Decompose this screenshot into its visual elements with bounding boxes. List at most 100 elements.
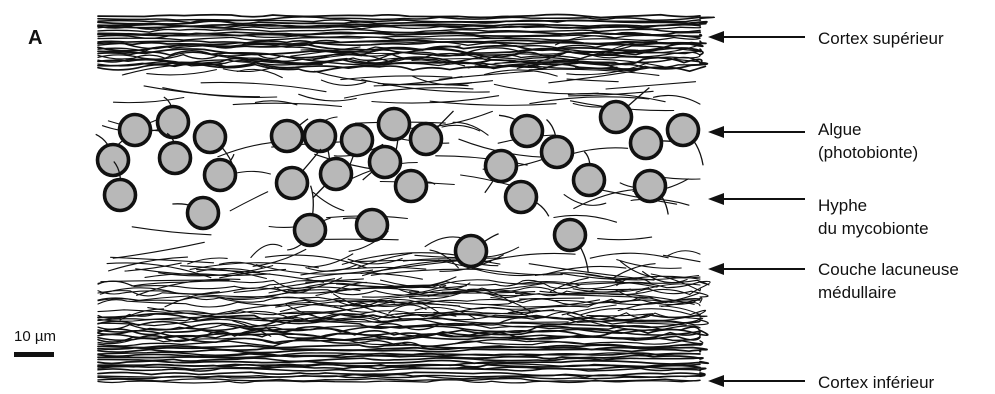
scale-bar: 10 µm (14, 328, 56, 357)
label-upper-cortex: Cortex supérieur (818, 29, 944, 48)
label-medulla-line1: Couche lacuneuse (818, 260, 959, 279)
medulla-hypha (111, 257, 214, 263)
label-hypha-line1: Hyphe (818, 196, 867, 215)
algal-layer-hypha (453, 122, 488, 135)
annotation-arrows (708, 31, 805, 387)
algal-cell (635, 171, 669, 215)
algal-layer-hypha (598, 237, 652, 240)
medulla-hypha (590, 253, 668, 258)
algal-cell-body (601, 102, 632, 133)
upper-cortex-hypha (98, 14, 700, 17)
algal-cell-body (506, 182, 537, 213)
algal-cell-body (555, 220, 586, 251)
upper-cortex-loose-hypha (485, 70, 558, 76)
label-hypha-line2: du mycobionte (818, 219, 929, 238)
medulla-hypha (663, 255, 700, 261)
algal-cell-body (512, 116, 543, 147)
algal-cell-body (160, 143, 191, 174)
medulla-hypha (188, 258, 228, 264)
algal-layer-hypha (313, 192, 344, 210)
algal-cell (456, 234, 499, 267)
medulla-arrow (708, 263, 805, 275)
upper-cortex-loose-hypha (494, 84, 598, 94)
upper-cortex-loose-hypha (439, 71, 533, 79)
panel-letter: A (28, 27, 42, 49)
algal-layer-hypha (317, 239, 398, 240)
algal-cell-body (120, 115, 151, 146)
upper-cortex-loose-hypha (606, 82, 696, 89)
algal-cell-body (305, 121, 336, 152)
algal-cell-body (105, 180, 136, 211)
algal-cell-body (574, 165, 605, 196)
medulla-hypha (265, 255, 366, 268)
upper-cortex-loose-hypha (201, 82, 326, 91)
scale-bar-line (14, 352, 54, 357)
algal-cell (158, 97, 189, 138)
medulla-hypha (627, 323, 686, 325)
algal-cell-body (396, 171, 427, 202)
upper-cortex-loose-hypha (233, 103, 341, 106)
algal-cell-body (542, 137, 573, 168)
lower-cortex-hypha (98, 349, 701, 352)
label-alga-line2: (photobionte) (818, 143, 918, 162)
algal-cell-body (188, 198, 219, 229)
medulla-hypha (667, 251, 700, 256)
algal-cell (411, 111, 454, 155)
algal-cell-body (357, 210, 388, 241)
label-lower-cortex: Cortex inférieur (818, 373, 935, 392)
algal-cell-body (295, 215, 326, 246)
algal-cell-body (668, 115, 699, 146)
algal-cell-body (98, 145, 129, 176)
medulla-hypha (488, 300, 600, 307)
algal-cell (313, 159, 352, 198)
upper-cortex-loose-hypha (163, 88, 277, 98)
label-medulla-line2: médullaire (818, 283, 896, 302)
upper-cortex-hypha (98, 26, 701, 29)
upper-cortex-arrow (708, 31, 805, 43)
algal-layer-hypha (113, 242, 204, 258)
upper-cortex-loose-hypha (147, 70, 217, 75)
hypha-arrow (708, 193, 805, 205)
algal-cell-body (158, 107, 189, 138)
algal-cell (205, 154, 236, 190)
algal-cell (555, 220, 589, 273)
lower-cortex-hypha (98, 376, 700, 379)
label-alga-line1: Algue (818, 120, 861, 139)
algal-cell (160, 133, 191, 173)
algal-cell-body (277, 168, 308, 199)
algal-cell-body (631, 128, 662, 159)
scale-bar-label: 10 µm (14, 328, 56, 345)
algal-cell (277, 149, 321, 199)
upper-cortex-loose-hypha (567, 79, 618, 82)
upper-cortex-loose-hypha (114, 98, 184, 103)
lower-cortex-arrow (708, 375, 805, 387)
algal-cell (574, 152, 605, 196)
algal-cell-body (342, 125, 373, 156)
upper-cortex-loose-hypha (345, 88, 474, 98)
algal-cells (96, 88, 703, 272)
algal-cell (272, 119, 309, 152)
algal-cell-body (411, 124, 442, 155)
algal-cell (506, 182, 549, 217)
upper-cortex-loose-hypha (654, 95, 701, 104)
algal-cell (542, 120, 573, 168)
algal-cell-body (370, 147, 401, 178)
algal-cell (668, 115, 704, 166)
upper-cortex-loose-hypha (144, 86, 259, 97)
algal-cell (343, 210, 388, 241)
algal-cell (172, 198, 218, 229)
algal-cell-body (321, 159, 352, 190)
alga-arrow (708, 126, 805, 138)
algal-cell-body (379, 109, 410, 140)
algal-cell-body (195, 122, 226, 153)
algal-cell-body (486, 151, 517, 182)
algal-cell-body (456, 236, 487, 267)
algal-cell-body (635, 171, 666, 202)
upper-cortex-hyphae (98, 14, 714, 110)
algal-cell-body (205, 160, 236, 191)
algal-layer-hypha (230, 192, 268, 211)
algal-cell (396, 171, 436, 202)
lower-cortex-hyphae (98, 314, 708, 383)
algal-cell-body (272, 121, 303, 152)
upper-cortex-loose-hypha (341, 76, 452, 80)
